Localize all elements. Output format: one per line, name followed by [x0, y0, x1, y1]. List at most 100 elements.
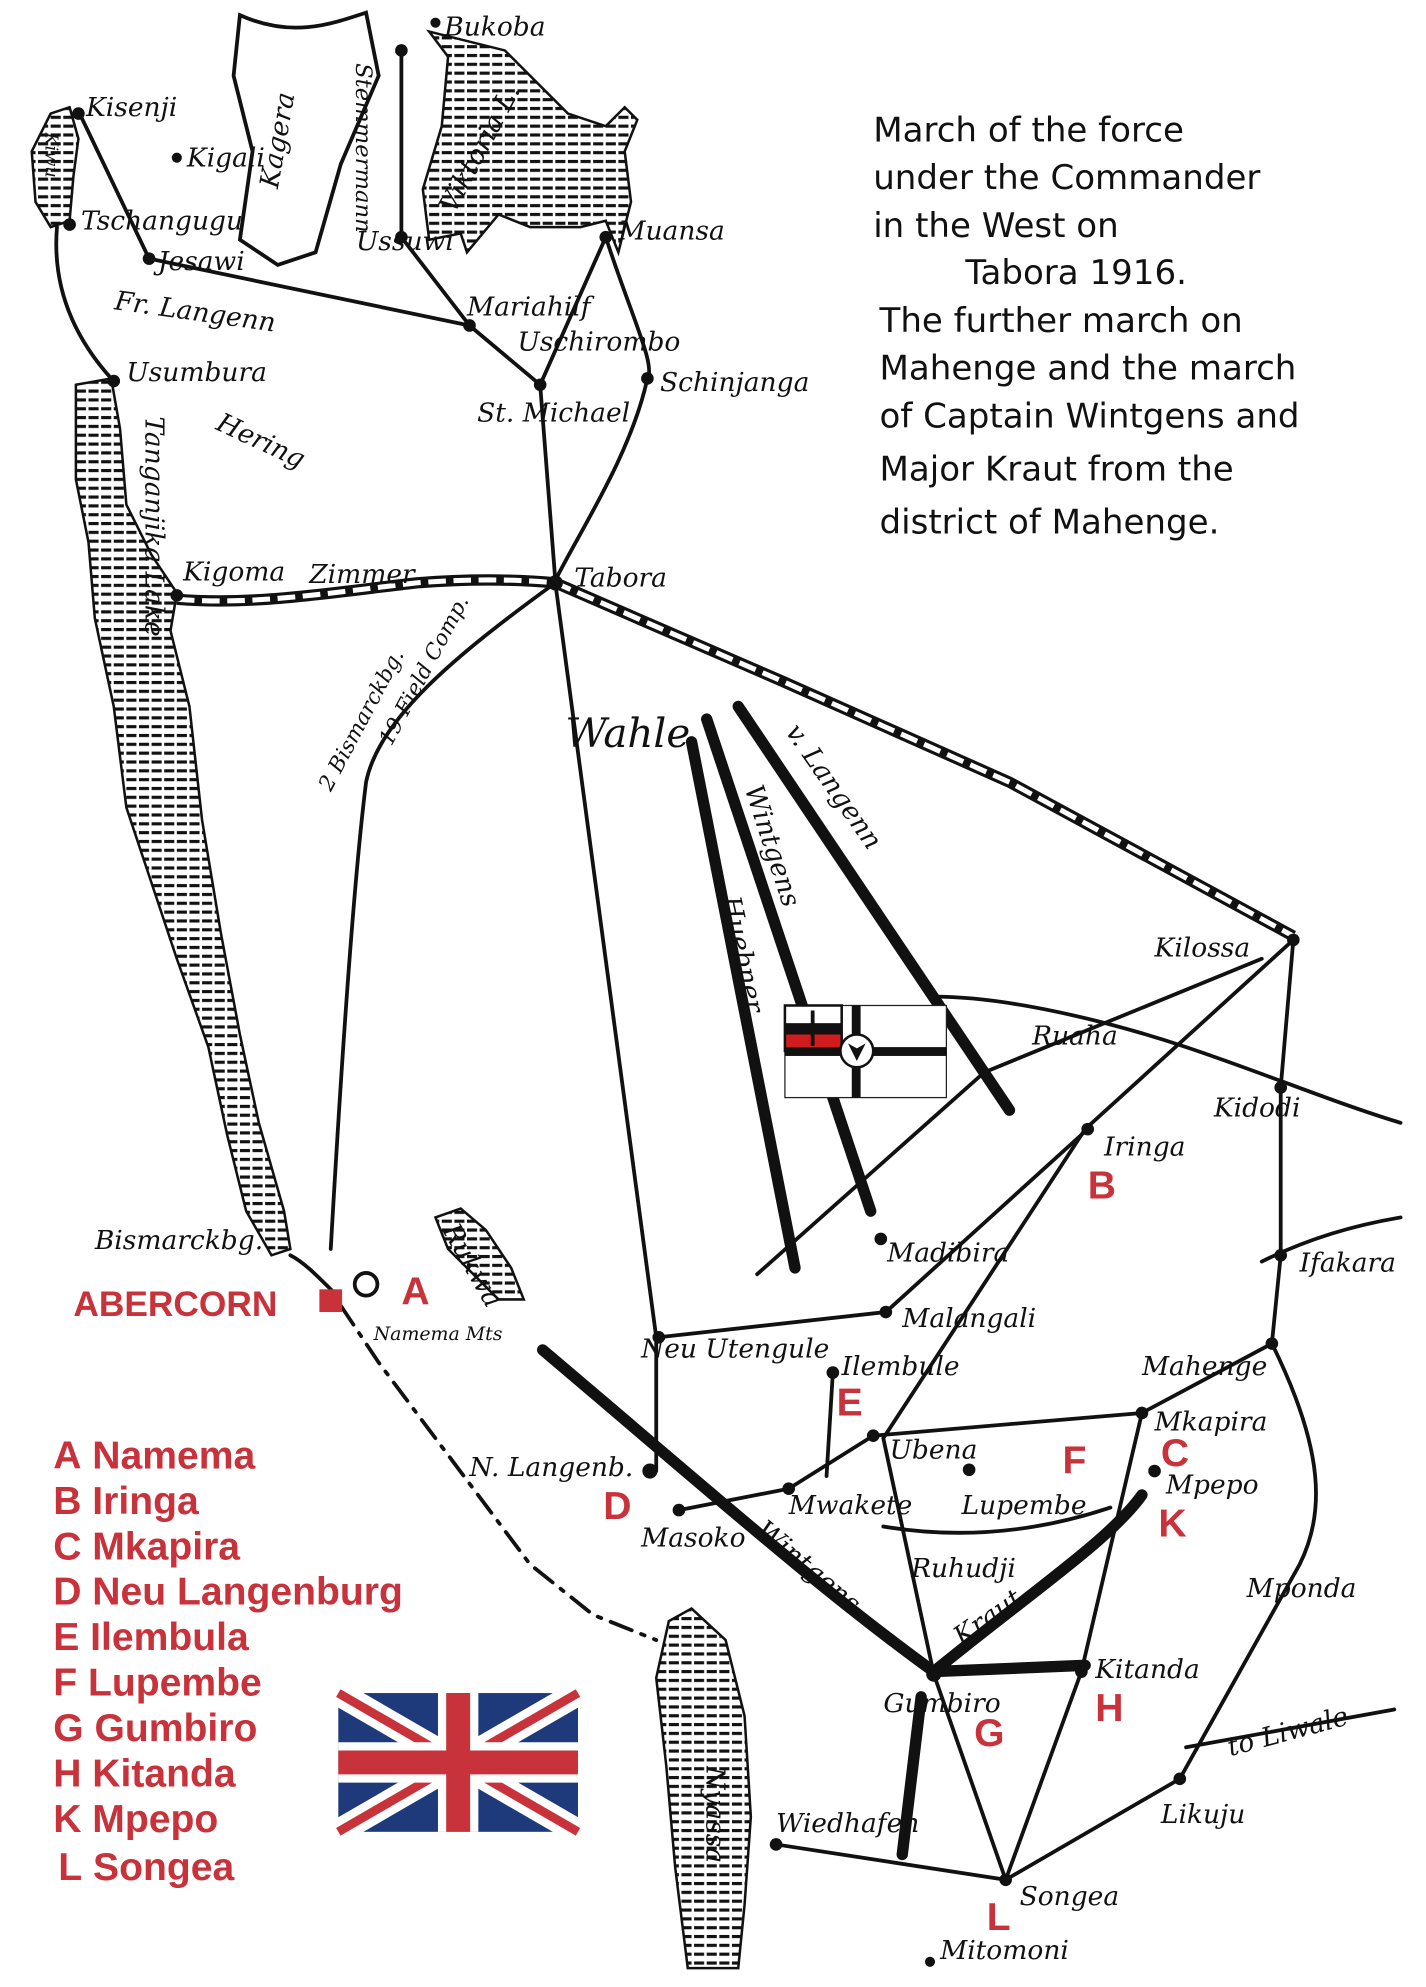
place-label: Mkapira [1154, 1407, 1268, 1438]
place-label: Mahenge [1141, 1351, 1267, 1382]
svg-text:D Neu Langenburg: D Neu Langenburg [53, 1571, 403, 1614]
marker-letter: A [401, 1270, 429, 1313]
svg-text:G Gumbiro: G Gumbiro [53, 1707, 257, 1750]
marker-letter: B [1088, 1165, 1116, 1208]
svg-text:E Ilembula: E Ilembula [53, 1616, 249, 1659]
place-label: Kisenji [85, 92, 177, 123]
route-label: Fr. Langenn [112, 285, 278, 338]
title-line: of Captain Wintgens and [880, 397, 1300, 437]
water-label: Kiwu [41, 131, 61, 177]
marker-letter: L [987, 1896, 1011, 1939]
water-label: Nyassa [700, 1765, 731, 1863]
place-label: Muansa [617, 216, 724, 247]
svg-text:L Songea: L Songea [58, 1846, 234, 1889]
place-label: St. Michael [477, 397, 630, 428]
marker-letter: E [837, 1382, 863, 1425]
svg-text:A Namema: A Namema [53, 1434, 255, 1477]
red-markers: ABERCORN A B C D E F G H K L [73, 1165, 1189, 1940]
svg-text:F Lupembe: F Lupembe [53, 1662, 262, 1705]
marker-letter: D [603, 1485, 631, 1528]
place-label: Iringa [1103, 1132, 1185, 1163]
marker-letter: F [1062, 1440, 1086, 1483]
title-line: district of Mahenge. [880, 503, 1220, 543]
route-label: Stemmermann [350, 63, 376, 233]
lake-rukwa [433, 1207, 526, 1301]
place-label: Ubena [890, 1434, 978, 1465]
water-label: Kagera [254, 90, 301, 192]
title-line: in the West on [873, 206, 1119, 246]
svg-text:K Mpepo: K Mpepo [53, 1798, 218, 1841]
route-label: Hering [211, 407, 310, 475]
place-label: Kitanda [1094, 1654, 1200, 1685]
place-label: Ilembule [841, 1351, 960, 1382]
place-label: Wiedhafen [776, 1808, 919, 1839]
union-jack-flag [331, 1682, 585, 1843]
svg-text:C Mkapira: C Mkapira [53, 1525, 240, 1568]
route-label: Wintgens [750, 1514, 867, 1619]
place-label: Uschirombo [517, 327, 680, 358]
place-label: Neu Utengule [640, 1333, 829, 1364]
place-label: Lupembe [961, 1490, 1087, 1521]
legend: A Namema B Iringa C Mkapira D Neu Langen… [53, 1434, 403, 1888]
place-label: Songea [1020, 1881, 1120, 1912]
place-label: Mwakete [788, 1490, 913, 1521]
abercorn-marker [319, 1289, 343, 1313]
legend-item: B Iringa [53, 1480, 199, 1523]
route-label: Kraut [947, 1583, 1028, 1653]
lake-viktoria [421, 29, 639, 257]
route-label: Zimmer [308, 559, 416, 590]
legend-item: D Neu Langenburg [53, 1571, 403, 1614]
place-label: Masoko [640, 1523, 745, 1554]
legend-item: A Namema [53, 1434, 255, 1477]
title-line: Tabora 1916. [964, 253, 1187, 293]
lakes [30, 29, 753, 1970]
place-label: Kigoma [182, 556, 285, 587]
place-label: Mitomoni [939, 1935, 1069, 1966]
marker-letter: C [1161, 1432, 1189, 1475]
title-line: Major Kraut from the [880, 450, 1234, 490]
central-railway [176, 574, 1297, 942]
legend-item: F Lupembe [53, 1662, 262, 1705]
place-label: Kigali [186, 143, 265, 174]
place-label: Ifakara [1299, 1248, 1396, 1279]
marker-letter: H [1095, 1687, 1123, 1730]
map-title: March of the force under the Commander i… [873, 110, 1299, 542]
german-war-flag [783, 1004, 948, 1099]
place-label: Schinjanga [660, 367, 809, 398]
title-line: Mahenge and the march [880, 349, 1297, 389]
legend-item: L Songea [58, 1846, 234, 1889]
marker-letter: K [1158, 1503, 1186, 1546]
title-line: The further march on [879, 301, 1243, 341]
abercorn-label: ABERCORN [73, 1285, 277, 1324]
water-label: Ruaha [1031, 1021, 1118, 1052]
borders [54, 10, 659, 1642]
legend-item: C Mkapira [53, 1525, 240, 1568]
place-label: Mariahilf [466, 291, 595, 322]
place-dots [63, 17, 1300, 1967]
place-label: Likuju [1160, 1799, 1245, 1830]
place-label: Ussuwi [356, 226, 454, 257]
place-label: Kilossa [1154, 932, 1251, 963]
place-label: Malangali [901, 1303, 1036, 1334]
place-labels: Bukoba Kisenji Kigali Tschangugu Jesawi … [81, 11, 1396, 1966]
svg-text:B Iringa: B Iringa [53, 1480, 199, 1523]
lake-tanganjika [74, 377, 292, 1257]
place-label: Tschangugu [81, 206, 243, 237]
route-label: Huebner [715, 892, 770, 1016]
place-label: Usumbura [126, 357, 267, 388]
place-label: Bukoba [443, 11, 545, 42]
place-label: Tabora [574, 563, 667, 594]
legend-item: G Gumbiro [53, 1707, 257, 1750]
place-label: Kidodi [1213, 1093, 1301, 1124]
routes [76, 48, 1318, 1883]
water-label: Ruhudji [910, 1553, 1016, 1584]
legend-item: E Ilembula [53, 1616, 249, 1659]
marker-letter: G [974, 1712, 1004, 1755]
lake-nyassa [654, 1606, 753, 1970]
legend-item: H Kitanda [53, 1752, 236, 1795]
title-line: under the Commander [873, 158, 1260, 198]
place-label: Gumbiro [883, 1688, 1000, 1719]
place-label: Mponda [1246, 1573, 1357, 1604]
place-label: Bismarckbg. [94, 1225, 263, 1256]
